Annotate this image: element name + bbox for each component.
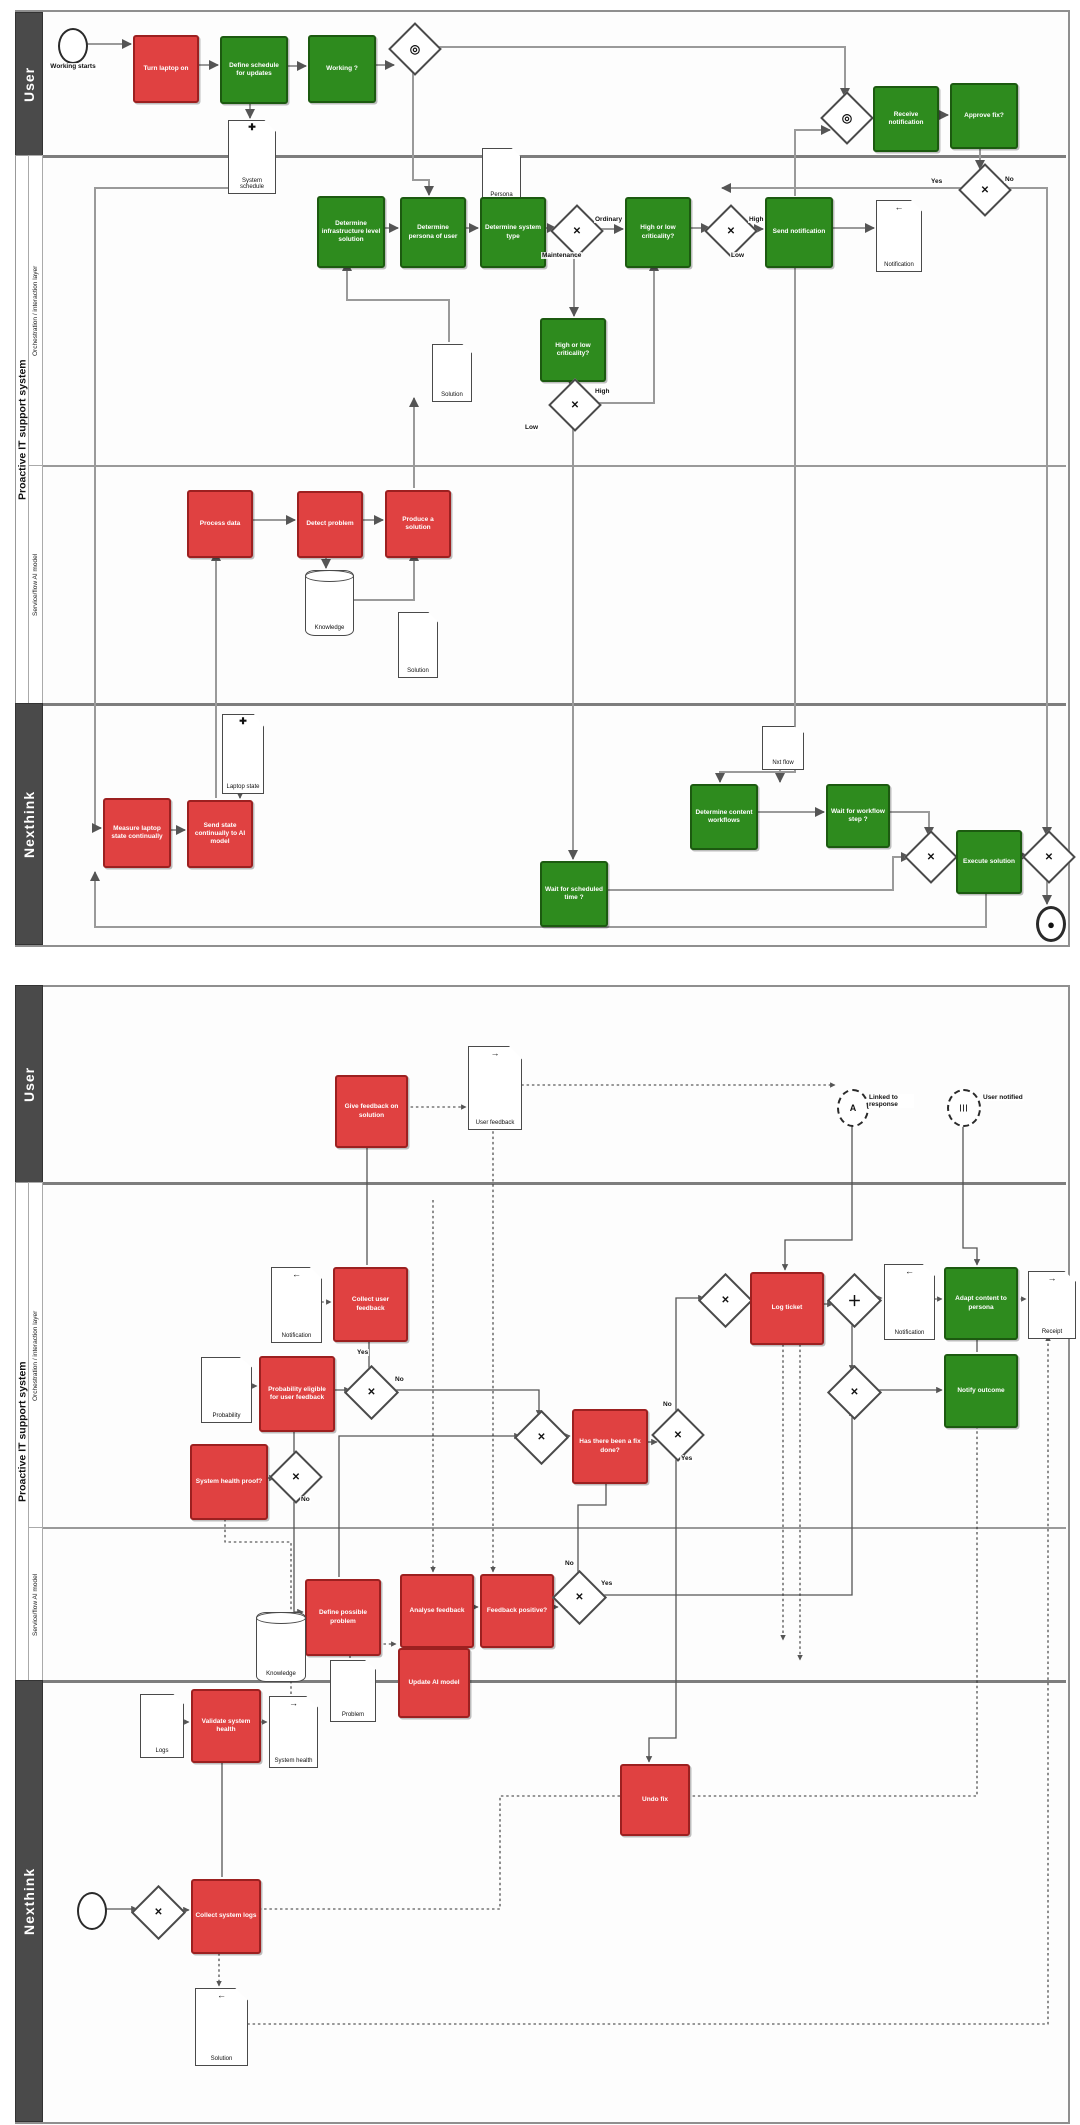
- notified-event: [947, 1089, 981, 1127]
- task-determine-infra-solution: Determine infrastructure level solution: [317, 196, 385, 268]
- data-store-knowledge: Knowledge: [305, 570, 354, 636]
- task-wait-scheduled-time: Wait for scheduled time ?: [540, 861, 608, 927]
- edge-label-low: Low: [524, 424, 539, 431]
- top-lane-ai-header: Service/flow AI model: [28, 465, 43, 705]
- data-store-knowledge: Knowledge: [256, 1612, 306, 1682]
- edge-label-yes: Yes: [930, 178, 944, 185]
- task-probability-eligible: Probability eligible for user feedback: [259, 1356, 335, 1432]
- notified-event-label: User notified: [982, 1094, 1024, 1101]
- data-object-solution: Solution: [432, 344, 472, 402]
- edge-label-maintenance: Maintenance: [541, 252, 583, 259]
- task-execute-solution: Execute solution: [956, 830, 1022, 894]
- end-event: [1036, 906, 1066, 942]
- task-determine-persona: Determine persona of user: [400, 197, 466, 268]
- bottom-lane-separator: [15, 1527, 1066, 1529]
- task-produce-solution: Produce a solution: [385, 490, 451, 558]
- edge-label-no: No: [662, 1401, 673, 1408]
- task-measure-laptop-state: Measure laptop state continually: [103, 798, 171, 868]
- top-lane-orchestration-header: Orchestration / interaction layer: [28, 155, 43, 467]
- data-object-persona: Persona: [482, 148, 521, 202]
- bottom-pool-user-header: User: [15, 985, 43, 1184]
- link-event-label: Linked to response: [868, 1094, 914, 1108]
- edge-label-low: Low: [730, 252, 745, 259]
- edge-label-yes: Yes: [356, 1349, 370, 1356]
- data-object-solution: Solution: [398, 612, 438, 678]
- edge-label-yes: Yes: [600, 1580, 614, 1587]
- task-send-notification: Send notification: [765, 197, 833, 268]
- bottom-lane-ai-header: Service/flow AI model: [28, 1527, 43, 1682]
- task-give-feedback: Give feedback on solution: [335, 1075, 408, 1148]
- task-log-ticket: Log ticket: [750, 1272, 824, 1345]
- task-validate-system-health: Validate system health: [191, 1689, 261, 1763]
- data-object-system-health: System health: [269, 1696, 318, 1768]
- bottom-lane-orchestration-header: Orchestration / interaction layer: [28, 1182, 43, 1529]
- data-object-user-feedback: User feedback: [468, 1046, 522, 1130]
- data-object-notification: Notification: [884, 1264, 935, 1340]
- top-lane-separator: [15, 465, 1066, 467]
- bottom-pool-separator-2: [15, 1680, 1066, 1683]
- data-object-problem: Problem: [330, 1660, 376, 1722]
- data-object-system-schedule: System schedule: [228, 120, 276, 194]
- edge-label-no: No: [1004, 176, 1015, 183]
- data-object-solution: Solution: [195, 1988, 248, 2066]
- task-send-state-to-ai: Send state continually to AI model: [187, 800, 253, 868]
- task-define-schedule: Define schedule for updates: [220, 36, 288, 104]
- task-turn-laptop-on: Turn laptop on: [133, 35, 199, 103]
- edge-label-no: No: [394, 1376, 405, 1383]
- task-working: Working ?: [308, 35, 376, 103]
- start-event: [58, 28, 88, 64]
- data-object-notification: Notification: [876, 200, 922, 272]
- edge-label-yes: Yes: [680, 1455, 694, 1462]
- top-pool-separator-1: [15, 155, 1066, 158]
- task-system-health-proof: System health proof?: [190, 1444, 268, 1520]
- task-update-ai-model: Update AI model: [398, 1648, 470, 1718]
- task-determine-system-type: Determine system type: [480, 197, 546, 268]
- task-criticality-2: High or low criticality?: [540, 318, 606, 382]
- task-analyse-feedback: Analyse feedback: [400, 1574, 474, 1648]
- task-wait-workflow-step: Wait for workflow step ?: [826, 784, 890, 848]
- data-object-nxt-flow: Nxt flow: [762, 726, 804, 770]
- task-collect-user-feedback: Collect user feedback: [333, 1267, 408, 1342]
- edge-label-high: High: [748, 216, 765, 223]
- task-notify-outcome: Notify outcome: [944, 1354, 1018, 1428]
- bottom-pool-nexthink-header: Nexthink: [15, 1680, 43, 2122]
- task-adapt-content-persona: Adapt content to persona: [944, 1267, 1018, 1340]
- top-pool-nexthink-header: Nexthink: [15, 703, 43, 945]
- bottom-diagram-frame: [15, 985, 1070, 2124]
- edge-label-high: High: [594, 388, 611, 395]
- task-receive-notification: Receive notification: [873, 86, 939, 152]
- task-determine-content-workflows: Determine content workflows: [690, 784, 758, 850]
- data-object-receipt: Receipt: [1028, 1271, 1076, 1339]
- start-event: [77, 1892, 107, 1930]
- data-object-notification: Notification: [271, 1267, 322, 1343]
- edge-label-no: No: [300, 1496, 311, 1503]
- data-object-laptop-state: Laptop state: [222, 714, 264, 794]
- task-feedback-positive: Feedback positive?: [480, 1574, 554, 1648]
- task-define-possible-problem: Define possible problem: [305, 1579, 381, 1656]
- task-undo-fix: Undo fix: [620, 1764, 690, 1836]
- start-event-label: Working starts: [46, 63, 100, 70]
- top-pool-user-header: User: [15, 12, 43, 157]
- data-object-logs: Logs: [140, 1694, 184, 1758]
- edge-label-no: No: [564, 1560, 575, 1567]
- task-collect-system-logs: Collect system logs: [191, 1879, 261, 1954]
- top-pool-separator-2: [15, 703, 1066, 706]
- edge-label-ordinary: Ordinary: [594, 216, 624, 223]
- task-has-fix-been-done: Has there been a fix done?: [572, 1409, 648, 1484]
- link-event-a: [837, 1089, 869, 1127]
- task-process-data: Process data: [187, 490, 253, 558]
- task-approve-fix: Approve fix?: [950, 83, 1018, 149]
- task-detect-problem: Detect problem: [297, 491, 363, 558]
- data-object-probability: Probability: [201, 1357, 252, 1423]
- bottom-pool-separator-1: [15, 1182, 1066, 1185]
- task-criticality-1: High or low criticality?: [625, 197, 691, 268]
